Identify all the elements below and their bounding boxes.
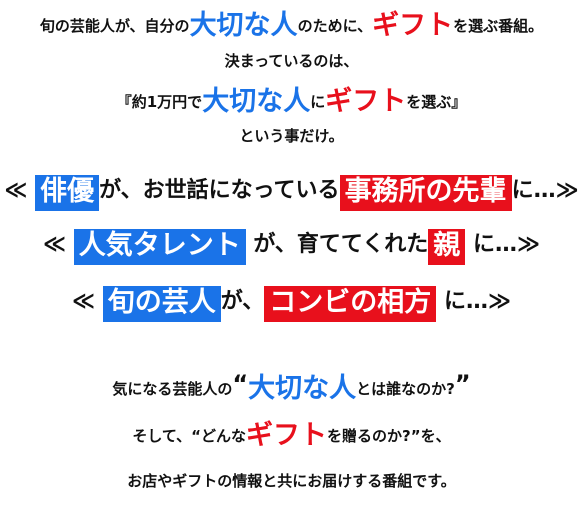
outro-line-1-text-a: 気になる芸能人の (112, 380, 233, 398)
outro-line-3: お店やギフトの情報と共にお届けする番組です。 (127, 472, 456, 490)
example-tail-1: に… (511, 178, 556, 203)
close-bracket: ≫ (555, 178, 579, 203)
example-row-1: ≪ 俳優が、お世話になっている事務所の先輩に…≫ (0, 175, 583, 211)
intro-line-3-text-c: に (310, 93, 326, 111)
intro-line-1-text-c: のために、 (297, 17, 373, 35)
highlight-gift-3: ギフト (246, 420, 328, 451)
example-middle-3: が、 (220, 289, 265, 314)
highlight-gift: ギフト (372, 10, 454, 41)
example-row-3: ≪ 旬の芸人が、コンビの相方 に…≫ (0, 286, 583, 322)
example-subject-talent: 人気タレント (73, 229, 246, 265)
example-subject-comedian: 旬の芸人 (102, 286, 221, 322)
example-target-partner: コンビの相方 (264, 286, 437, 322)
outro-line-1: 気になる芸能人の“大切な人とは誰なのか?” (0, 372, 583, 402)
outro-line-2-text-c: を贈るのか?”を、 (327, 427, 451, 445)
intro-line-1: 旬の芸能人が、自分の大切な人のために、ギフトを選ぶ番組。 (0, 12, 583, 39)
example-subject-actor: 俳優 (35, 175, 100, 211)
example-target-senior: 事務所の先輩 (339, 175, 512, 211)
open-bracket: ≪ (72, 289, 96, 314)
outro-line-2: そして、“どんなギフトを贈るのか?”を、 (0, 422, 583, 449)
highlight-gift-2: ギフト (325, 86, 407, 117)
close-bracket: ≫ (487, 289, 511, 314)
intro-line-3-text-e: を選ぶ』 (406, 93, 467, 111)
intro-line-3-text-a: 『約1万円で (116, 93, 203, 111)
intro-line-2: 決まっているのは、 (224, 52, 359, 70)
intro-line-1-text-a: 旬の芸能人が、自分の (39, 17, 190, 35)
example-tail-2: に… (472, 232, 517, 257)
highlight-important-person-2: 大切な人 (202, 86, 311, 117)
example-row-2: ≪ 人気タレント が、育ててくれた親 に…≫ (0, 229, 583, 265)
close-bracket: ≫ (516, 232, 540, 257)
example-middle-1: が、お世話になっている (99, 178, 340, 203)
intro-line-4: という事だけ。 (239, 127, 344, 145)
intro-line-3: 『約1万円で大切な人にギフトを選ぶ』 (0, 88, 583, 115)
outro-line-2-text-a: そして、“どんな (132, 427, 247, 445)
open-bracket: ≪ (4, 178, 28, 203)
outro-line-1-text-c: とは誰なのか? (356, 380, 455, 398)
intro-line-1-text-e: を選ぶ番組。 (453, 17, 544, 35)
example-middle-2: が、育ててくれた (253, 232, 429, 257)
highlight-important-person-3: 大切な人 (248, 373, 357, 404)
open-bracket: ≪ (43, 232, 67, 257)
example-target-parent: 親 (428, 229, 466, 265)
open-quote: “ (232, 370, 249, 398)
highlight-important-person: 大切な人 (189, 10, 298, 41)
example-tail-3: に… (443, 289, 488, 314)
close-quote: ” (454, 370, 471, 398)
